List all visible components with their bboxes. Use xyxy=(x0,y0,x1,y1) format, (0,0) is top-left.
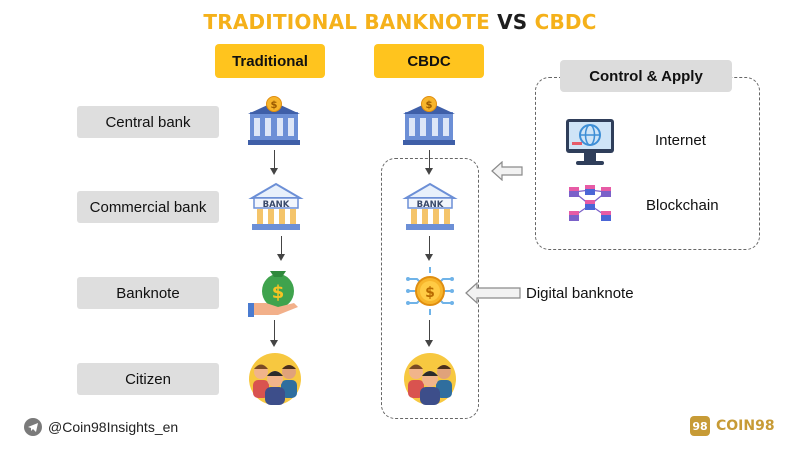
traditional-column-header: Traditional xyxy=(215,44,325,78)
coin98-wordmark: COIN98 xyxy=(716,418,775,434)
coin98-badge-icon: 98 xyxy=(690,416,710,436)
flow-line xyxy=(274,150,275,170)
control-apply-header: Control & Apply xyxy=(560,60,732,92)
page-title: TRADITIONAL BANKNOTE VS CBDC xyxy=(0,10,800,34)
arrow-down-icon xyxy=(425,340,433,347)
digital-coin-icon: $ xyxy=(406,267,454,315)
arrow-left-icon xyxy=(465,282,521,304)
svg-text:$: $ xyxy=(426,100,433,111)
row-label-citizen: Citizen xyxy=(77,363,219,395)
flow-line xyxy=(274,320,275,342)
telegram-icon xyxy=(24,418,42,436)
title-vs: VS xyxy=(497,10,528,34)
flow-line xyxy=(429,236,430,256)
svg-text:$: $ xyxy=(272,282,285,303)
digital-banknote-label: Digital banknote xyxy=(526,285,634,302)
arrow-down-icon xyxy=(425,168,433,175)
bank-building-icon: BANK xyxy=(402,182,458,230)
control-item-blockchain: Blockchain xyxy=(646,197,719,214)
cbdc-column-header: CBDC xyxy=(374,44,484,78)
svg-text:$: $ xyxy=(425,285,435,301)
people-group-icon xyxy=(249,353,301,405)
telegram-handle[interactable]: @Coin98Insights_en xyxy=(24,418,178,436)
arrow-down-icon xyxy=(270,168,278,175)
svg-text:BANK: BANK xyxy=(263,200,290,210)
control-item-internet: Internet xyxy=(655,132,706,149)
svg-text:BANK: BANK xyxy=(417,200,444,210)
central-bank-icon: $ xyxy=(403,96,455,145)
arrow-down-icon xyxy=(270,340,278,347)
arrow-left-icon xyxy=(491,161,523,181)
globe-monitor-icon xyxy=(566,119,614,165)
arrow-down-icon xyxy=(425,254,433,261)
row-label-banknote: Banknote xyxy=(77,277,219,309)
blockchain-cubes-icon xyxy=(569,185,611,221)
coin98-logo: 98 COIN98 xyxy=(690,416,775,436)
bank-building-icon: BANK xyxy=(248,182,304,230)
people-group-icon xyxy=(404,353,456,405)
svg-text:$: $ xyxy=(271,100,278,111)
row-label-commercial-bank: Commercial bank xyxy=(77,191,219,223)
row-label-central-bank: Central bank xyxy=(77,106,219,138)
central-bank-icon: $ xyxy=(248,96,300,145)
title-part-traditional: TRADITIONAL BANKNOTE xyxy=(203,10,490,34)
flow-line xyxy=(281,236,282,256)
arrow-down-icon xyxy=(277,254,285,261)
telegram-handle-text: @Coin98Insights_en xyxy=(48,419,179,435)
flow-line xyxy=(429,150,430,170)
flow-line xyxy=(429,320,430,342)
title-part-cbdc: CBDC xyxy=(534,10,597,34)
money-bag-hand-icon: $ xyxy=(248,271,298,317)
